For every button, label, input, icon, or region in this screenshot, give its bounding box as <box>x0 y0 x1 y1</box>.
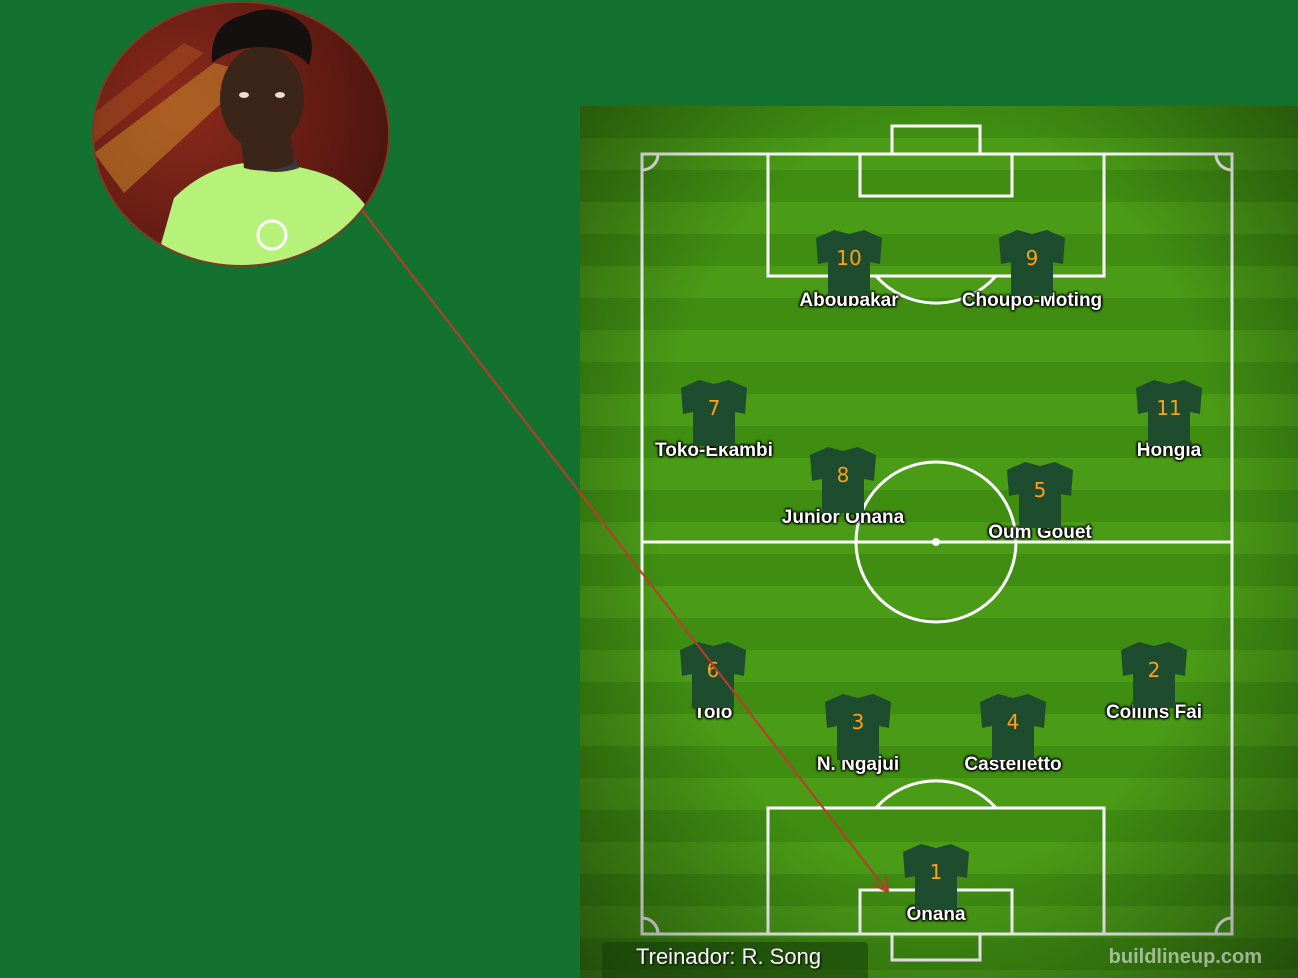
shirt-number: 6 <box>706 658 720 682</box>
player-oum-gouet: 5 Oum Gouet <box>950 458 1130 544</box>
player-hongla: 11 Hongla <box>1079 376 1259 462</box>
shirt-icon: 8 <box>806 443 880 515</box>
goalkeeper-portrait-image <box>94 9 384 265</box>
shirt-icon: 11 <box>1132 376 1206 448</box>
shirt-number: 4 <box>1006 710 1020 734</box>
player-choupo-moting: 9 Choupo-Moting <box>942 226 1122 312</box>
bottom-goal <box>890 932 982 962</box>
shirt-number: 10 <box>836 246 862 270</box>
shirt-icon: 3 <box>821 690 895 762</box>
watermark: buildlineup.com <box>1108 946 1262 968</box>
player-n-ngajui: 3 N. Ngajui <box>768 690 948 776</box>
player-name: Choupo-Moting <box>961 290 1103 311</box>
shirt-icon: 4 <box>976 690 1050 762</box>
centre-spot <box>932 538 940 546</box>
player-name: Castelletto <box>964 754 1062 775</box>
shirt-icon: 6 <box>676 638 750 710</box>
shirt-icon: 9 <box>995 226 1069 298</box>
shirt-number: 9 <box>1025 246 1039 270</box>
player-aboubakar: 10 Aboubakar <box>759 226 939 312</box>
player-name: Collins Fai <box>1105 702 1203 723</box>
shirt-number: 8 <box>836 463 850 487</box>
shirt-icon: 5 <box>1003 458 1077 530</box>
shirt-number: 1 <box>929 860 943 884</box>
shirt-icon: 10 <box>812 226 886 298</box>
top-goal <box>890 124 982 156</box>
shirt-number: 7 <box>707 396 721 420</box>
top-goal-area <box>858 152 1014 198</box>
shirt-icon: 1 <box>899 840 973 912</box>
shirt-number: 2 <box>1147 658 1161 682</box>
coach-label: Treinador: R. Song <box>602 942 868 978</box>
player-name: Oum Gouet <box>988 522 1092 543</box>
shirt-icon: 2 <box>1117 638 1191 710</box>
shirt-icon: 7 <box>677 376 751 448</box>
player-photo <box>92 1 390 267</box>
player-onana: 1 Onana <box>846 840 1026 926</box>
player-junior-onana: 8 Junior Onana <box>753 443 933 529</box>
player-castelletto: 4 Castelletto <box>923 690 1103 776</box>
top-penalty-arc <box>874 275 998 305</box>
bottom-penalty-arc <box>874 779 998 809</box>
shirt-number: 11 <box>1156 396 1182 420</box>
shirt-number: 5 <box>1033 478 1047 502</box>
player-collins-fai: 2 Collins Fai <box>1064 638 1244 724</box>
shirt-number: 3 <box>851 710 865 734</box>
